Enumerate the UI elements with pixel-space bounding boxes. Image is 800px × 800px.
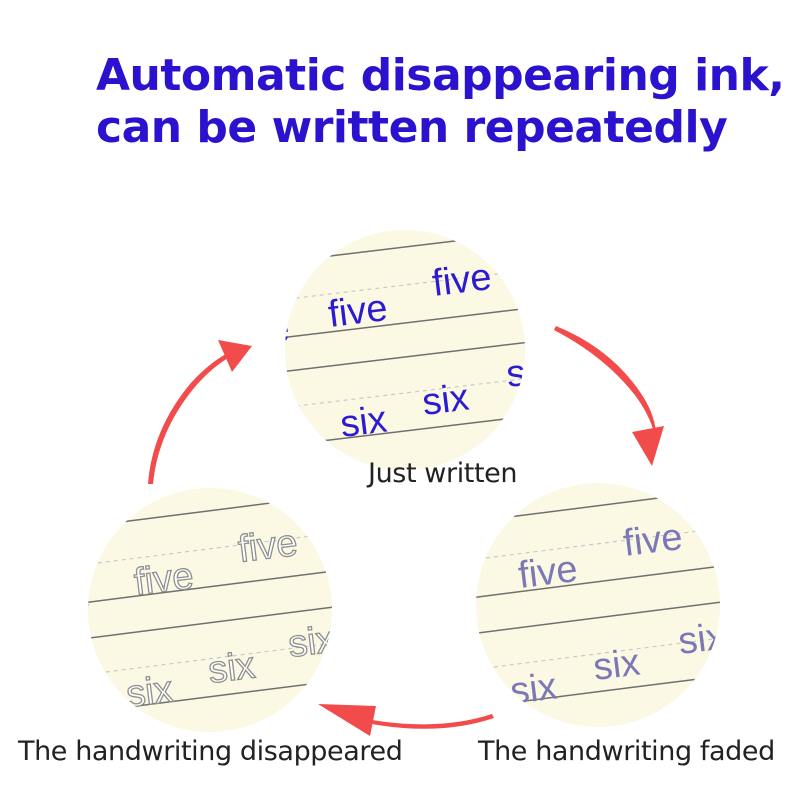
word-six: six (508, 666, 559, 713)
stage-just-written: five five five six six six (228, 230, 555, 470)
word-six: six (338, 399, 389, 446)
paper-circle (88, 488, 332, 732)
paper-circle (285, 230, 525, 470)
paper-circle (476, 483, 720, 727)
caption-faded: The handwriting faded (478, 736, 775, 767)
arrow-faded-to-disappeared (318, 704, 494, 736)
word-five: five (516, 548, 580, 597)
curved-arrow-icon (148, 354, 228, 484)
headline: Automatic disappearing ink, can be writt… (96, 50, 785, 154)
word-six-partial: six (676, 616, 727, 663)
stage-disappeared: five five five six six six (28, 488, 337, 732)
arrowhead-icon (632, 426, 664, 466)
curved-arrow-icon (372, 714, 494, 729)
word-six-2: six (591, 642, 642, 689)
arrow-written-to-faded (554, 326, 664, 466)
word-six: six (124, 669, 175, 716)
word-five: five (326, 287, 390, 336)
headline-line-1: Automatic disappearing ink, (96, 50, 785, 101)
caption-disappeared: The handwriting disappeared (18, 736, 403, 767)
word-six-partial: six (504, 349, 555, 396)
headline-line-2: can be written repeatedly (96, 102, 728, 153)
word-five-cut: five (416, 570, 480, 619)
stage-faded: five five five six six six (416, 483, 727, 727)
word-six-2: six (206, 645, 257, 692)
word-six-2: six (420, 377, 471, 424)
arrow-disappeared-to-written (148, 340, 252, 484)
arrowhead-icon (318, 704, 376, 736)
word-five-partial: five (236, 522, 300, 571)
word-five-cut: five (28, 576, 92, 625)
word-five: five (132, 555, 196, 604)
word-five-partial: five (430, 256, 494, 305)
arrowhead-icon (218, 340, 252, 372)
caption-just-written: Just written (368, 458, 518, 489)
curved-arrow-icon (554, 326, 656, 432)
word-five-partial: five (621, 516, 685, 565)
word-six-partial: six (286, 619, 337, 666)
word-five-cut: five (228, 308, 292, 357)
